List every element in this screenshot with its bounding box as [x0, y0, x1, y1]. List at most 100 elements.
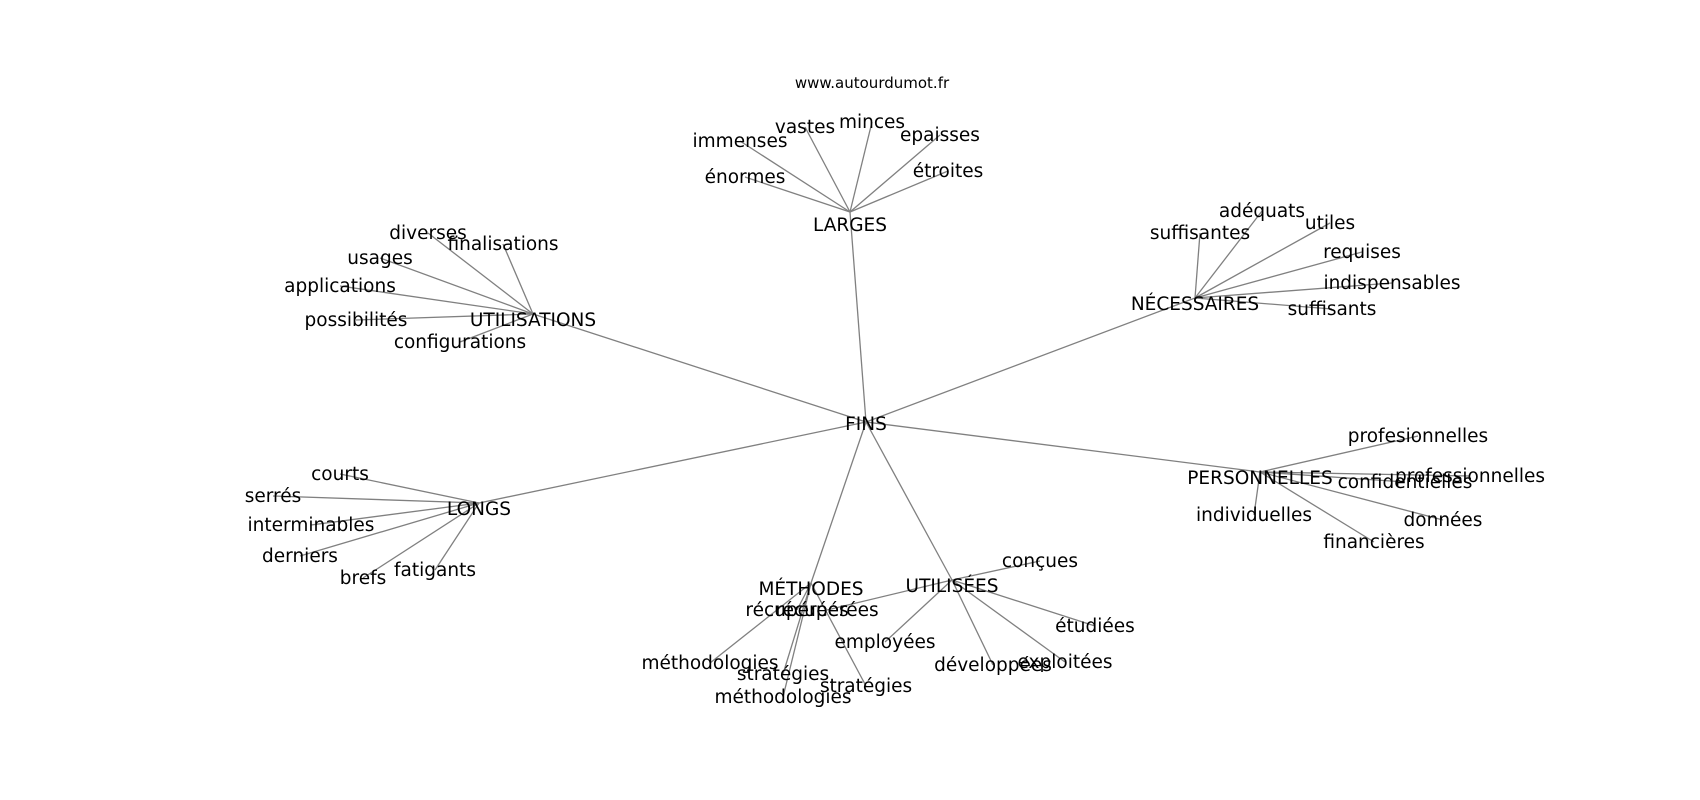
edge-hub-to-leaf — [849, 121, 873, 213]
edge-hub-to-leaf — [355, 313, 534, 321]
leaf-node: méthodologies — [714, 687, 851, 708]
edge-hub-to-leaf — [1259, 471, 1375, 543]
edge-hub-to-leaf — [1259, 435, 1419, 473]
edge-center-to-hub — [478, 421, 867, 504]
edge-center-to-hub — [865, 297, 1196, 423]
edge-hub-to-leaf — [810, 582, 867, 687]
leaf-node: exploitées — [1017, 652, 1112, 673]
edge-hub-to-leaf — [1259, 471, 1406, 483]
leaf-node: immenses — [693, 131, 788, 152]
leaf-node: courts — [311, 464, 369, 485]
edge-hub-to-leaf — [709, 582, 812, 664]
edge-hub-to-leaf — [379, 257, 534, 315]
leaf-node: étudiées — [1055, 616, 1135, 637]
leaf-node: epaisses — [900, 125, 980, 146]
edge-hub-to-leaf — [434, 502, 480, 571]
leaf-node: utiles — [1305, 213, 1355, 234]
leaf-node: financières — [1323, 532, 1424, 553]
edge-hub-to-leaf — [459, 313, 534, 343]
edge-hub-to-leaf — [744, 176, 851, 213]
edge-hub-to-leaf — [849, 134, 941, 213]
edge-hub-to-leaf — [849, 170, 949, 213]
edge-hub-to-leaf — [299, 502, 480, 557]
center-node: FINS — [845, 414, 887, 435]
leaf-node: configurations — [394, 332, 526, 353]
leaf-node: employées — [835, 632, 936, 653]
hub-node: LARGES — [813, 215, 887, 236]
hub-node: LONGS — [447, 499, 511, 520]
hub-node: PERSONNELLES — [1187, 468, 1332, 489]
edge-hub-to-leaf — [782, 582, 812, 675]
edge-hub-to-leaf — [1194, 251, 1363, 299]
edges-layer — [272, 121, 1471, 698]
edge-hub-to-leaf — [362, 502, 480, 579]
leaf-node: récupérées — [745, 600, 848, 621]
leaf-node: indispensables — [1323, 273, 1460, 294]
leaf-node: usages — [347, 248, 412, 269]
leaf-node: énormes — [705, 167, 786, 188]
edge-hub-to-leaf — [339, 285, 534, 315]
labels-layer: www.autourdumot.fr FINS LARGES immensesvas… — [245, 74, 1545, 708]
leaf-node: données — [1404, 510, 1483, 531]
leaf-node: confidentielles — [1338, 472, 1473, 493]
edge-center-to-hub — [849, 211, 867, 423]
leaf-node: derniers — [262, 546, 338, 567]
edge-center-to-hub — [865, 421, 1261, 473]
source-credit: www.autourdumot.fr — [795, 74, 950, 92]
leaf-node: brefs — [340, 568, 386, 589]
edge-hub-to-leaf — [1194, 210, 1263, 299]
edge-hub-to-leaf — [1194, 282, 1393, 299]
edge-center-to-hub — [532, 313, 867, 423]
edge-hub-to-leaf — [1194, 232, 1201, 299]
edge-hub-to-leaf — [804, 126, 851, 213]
hub-node: UTILISÉES — [906, 575, 999, 597]
edge-hub-to-leaf — [796, 582, 812, 611]
hub-node: NÉCESSAIRES — [1131, 293, 1259, 315]
leaf-node: serrés — [245, 486, 302, 507]
edge-center-to-hub — [810, 421, 867, 584]
leaf-node: conçues — [1002, 551, 1078, 572]
edge-hub-to-leaf — [502, 243, 534, 315]
leaf-node: stratégies — [820, 676, 912, 697]
leaf-node: profesionnelles — [1348, 426, 1488, 447]
leaf-node: requises — [1323, 242, 1401, 263]
edge-hub-to-leaf — [951, 579, 1066, 663]
edge-hub-to-leaf — [310, 502, 480, 526]
leaf-node: individuelles — [1196, 505, 1312, 526]
leaf-node: adéquats — [1219, 201, 1305, 222]
leaf-node: suffisantes — [1150, 223, 1250, 244]
leaf-node: diverses — [389, 223, 466, 244]
edge-hub-to-leaf — [427, 232, 534, 315]
edge-hub-to-leaf — [884, 579, 953, 643]
edge-hub-to-leaf — [739, 140, 851, 213]
edge-hub-to-leaf — [1194, 297, 1333, 310]
leaf-node: interminables — [248, 515, 375, 536]
leaf-node: applications — [284, 276, 396, 297]
edge-hub-to-leaf — [826, 579, 953, 611]
leaf-node: possibilités — [305, 310, 408, 331]
edge-hub-to-leaf — [951, 579, 994, 666]
edge-hub-to-leaf — [272, 495, 480, 504]
edge-hub-to-leaf — [951, 560, 1041, 581]
leaf-node: développées — [934, 655, 1052, 676]
leaf-node: suffisants — [1288, 299, 1377, 320]
edge-hub-to-leaf — [1253, 471, 1261, 516]
leaf-node: fatigants — [394, 560, 476, 581]
hub-node: UTILISATIONS — [470, 310, 596, 331]
edge-center-to-hub — [865, 421, 953, 581]
leaf-node: étroites — [913, 161, 984, 182]
edge-hub-to-leaf — [1259, 471, 1471, 477]
leaf-node: vastes — [775, 117, 835, 138]
leaf-node: minces — [839, 112, 905, 133]
edge-hub-to-leaf — [951, 579, 1096, 627]
edge-hub-to-leaf — [782, 582, 812, 698]
leaf-node: professionnelles — [1395, 466, 1545, 487]
leaf-node: finalisations — [447, 234, 558, 255]
edge-hub-to-leaf — [1194, 222, 1331, 299]
edge-hub-to-leaf — [1259, 471, 1444, 521]
edge-hub-to-leaf — [339, 473, 480, 504]
leaf-node: stratégies — [737, 664, 829, 685]
leaf-node: récupérées — [775, 600, 878, 621]
leaf-node: méthodologies — [641, 653, 778, 674]
